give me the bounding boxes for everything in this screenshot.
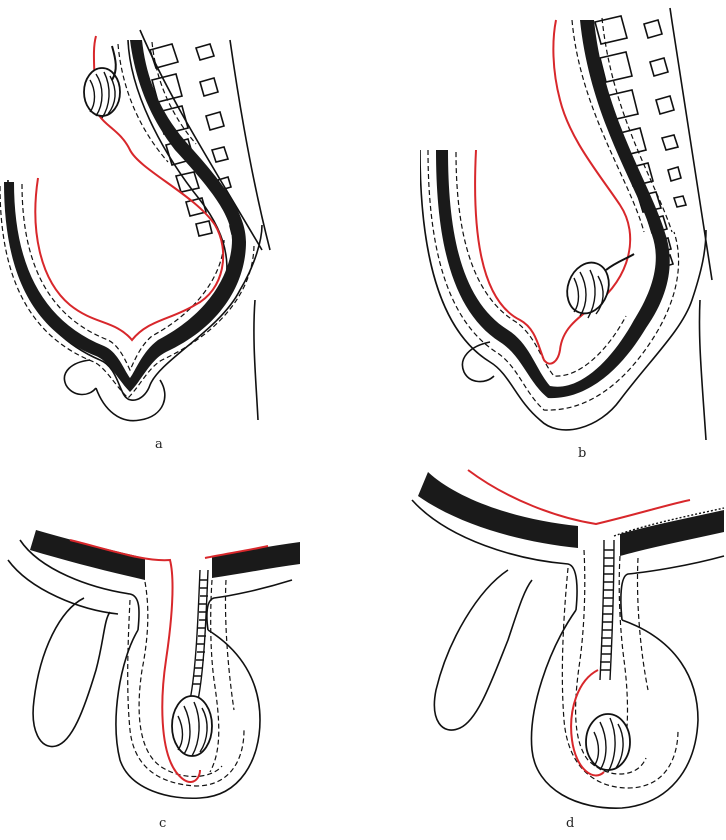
- muscle-layer-right: [212, 542, 300, 578]
- testis: [586, 714, 630, 772]
- label-a: a: [155, 437, 163, 452]
- muscle-layer-right: [620, 510, 724, 556]
- peritoneum-line: [475, 20, 630, 364]
- fascia-lines: [428, 18, 679, 410]
- abdominal-wall: [8, 40, 262, 400]
- label-b: b: [578, 446, 586, 461]
- panel-a: [0, 0, 290, 430]
- panel-b: [420, 0, 726, 440]
- label-d: d: [566, 816, 574, 831]
- penis-outline: [434, 570, 532, 730]
- spermatic-cord: [190, 570, 208, 700]
- panel-d-diagram: [408, 460, 726, 815]
- fascia-lines: [0, 42, 254, 398]
- testis: [560, 254, 634, 319]
- label-c: c: [159, 816, 166, 831]
- muscle-layer: [4, 40, 246, 392]
- panel-b-diagram: [420, 0, 726, 440]
- panel-c-diagram: [0, 520, 310, 810]
- panel-a-diagram: [0, 0, 290, 430]
- peritoneum-line: [35, 36, 223, 340]
- panel-c: [0, 520, 310, 810]
- testis: [84, 46, 120, 118]
- panel-d: [408, 460, 726, 815]
- canal-walls: [8, 540, 292, 798]
- penis-outline: [33, 598, 110, 747]
- muscle-layer: [418, 472, 578, 548]
- testis: [172, 696, 212, 756]
- muscle-layer: [436, 20, 670, 398]
